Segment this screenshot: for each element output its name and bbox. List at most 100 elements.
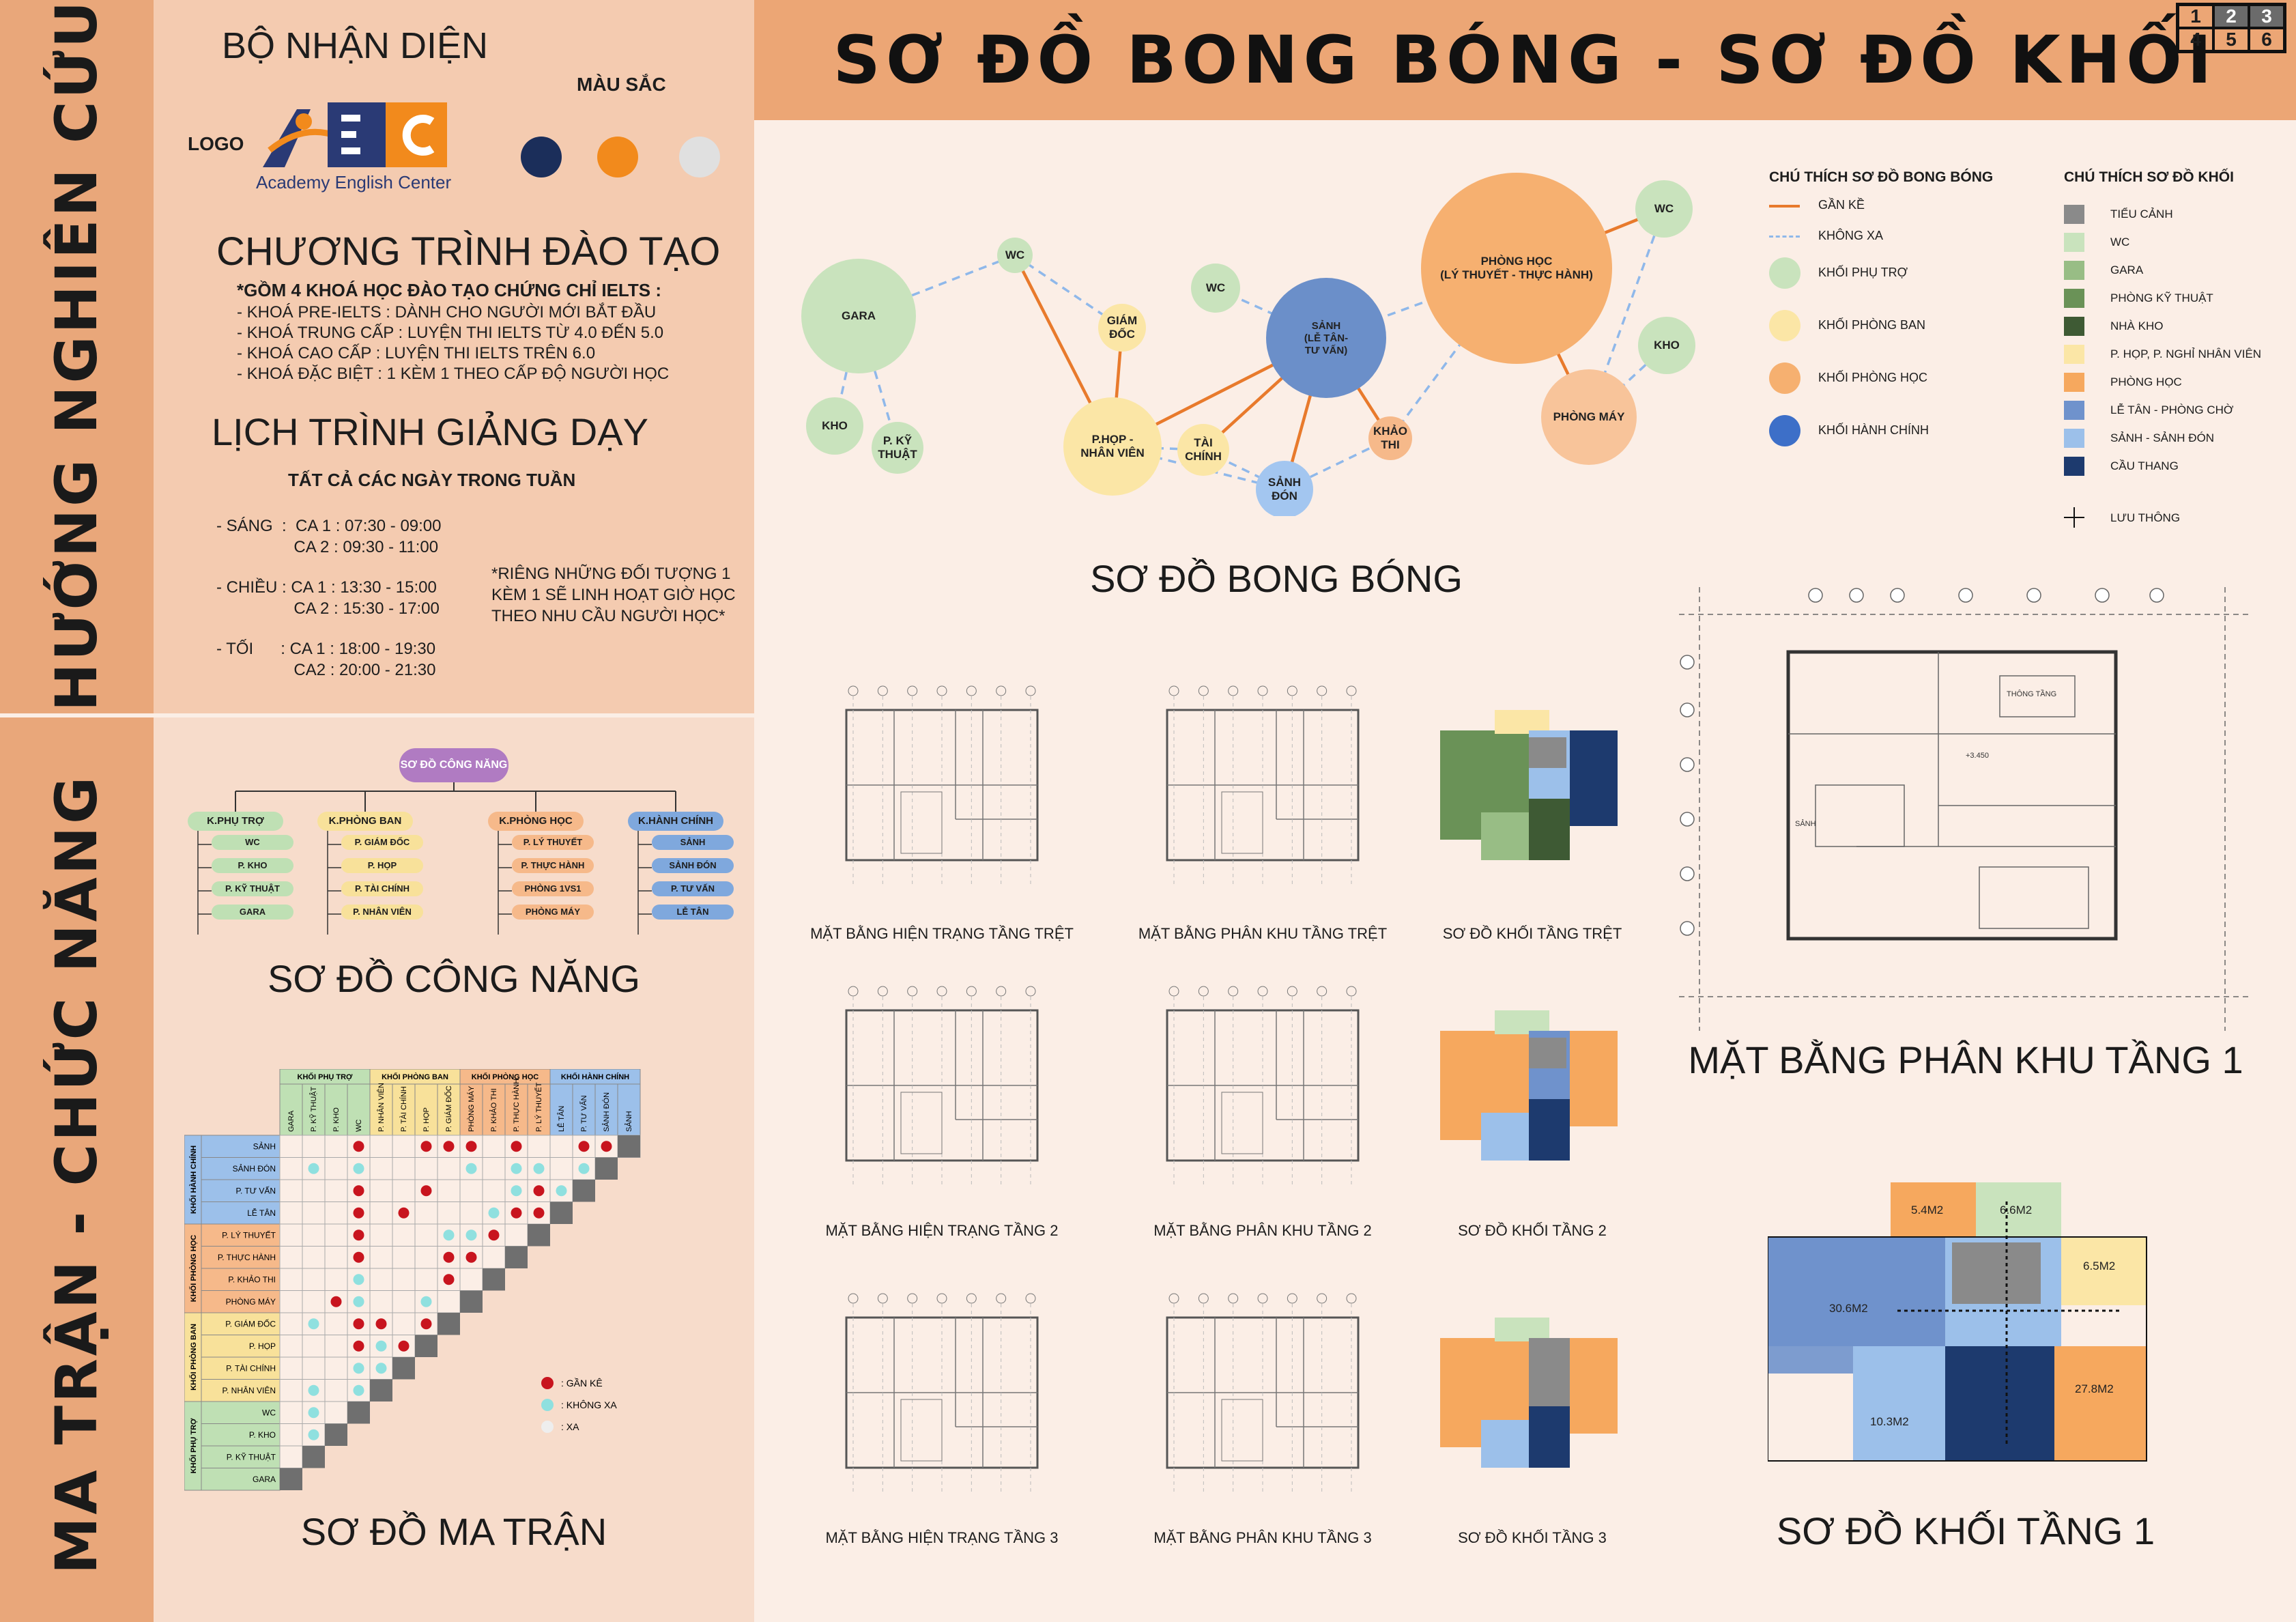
matrix-col-header [302,1083,326,1136]
matrix-mark-notfar [308,1163,319,1174]
function-item-node: P. LÝ THUYẾT [512,835,594,850]
matrix-mark-notfar [353,1363,364,1374]
area-a: 5.4M2 [1911,1204,1943,1216]
matrix-mark-near [330,1296,342,1307]
matrix-mark-near [353,1251,364,1263]
research-direction-label: HƯỚNG NGHIÊN CỨU [43,0,110,712]
matrix-row-header [201,1246,281,1269]
matrix-mark-near [533,1185,545,1197]
matrix-mark-near [353,1340,364,1352]
page-title: SƠ ĐỒ BONG BÓNG - SƠ ĐỒ KHỐI [833,22,2218,98]
bubble-legend-label: KHÔNG XA [1818,229,1884,242]
matrix-row-label: LỄ TÂN [247,1208,276,1218]
schedule-title: LỊCH TRÌNH GIẢNG DẠY [212,410,648,453]
matrix-cell [279,1135,303,1158]
function-item-node: P. TÀI CHÍNH [341,881,423,896]
matrix-mark-notfar [533,1163,545,1174]
matrix-cell [302,1135,326,1158]
function-item-node: LỄ TÂN [652,905,734,920]
matrix-cell [437,1157,461,1180]
area-b: 6.6M2 [2000,1204,2032,1216]
matrix-col-label: P. KHẢO THI [489,1088,498,1132]
matrix-diagonal-cell [415,1335,437,1357]
matrix-diagonal-cell [528,1224,550,1247]
program-item: - KHOÁ CAO CẤP : LUYỆN THI IELTS TRÊN 6.… [237,344,596,362]
matrix-mark-near [601,1141,612,1152]
matrix-cell [279,1356,303,1380]
legend-line-near [1769,205,1800,208]
function-root-node: SƠ ĐỒ CÔNG NĂNG [399,748,508,782]
matrix-cell [279,1201,303,1225]
bubble-node-label: PHÒNG HỌC [1481,255,1553,268]
legend-dot [1769,362,1800,394]
matrix-row-label: PHÒNG MÁY [226,1296,276,1307]
page-cell-1[interactable]: 1 [2178,5,2213,28]
matrix-mark-near [511,1141,522,1152]
matrix-cell [369,1268,393,1291]
program-item: - KHOÁ PRE-IELTS : DÀNH CHO NGƯỜI MỚI BẮ… [237,303,657,322]
matrix-diagonal-cell [347,1402,370,1424]
block-diagram-thumb [1440,710,1624,874]
schedule-subtitle: TẤT CẢ CÁC NGÀY TRONG TUẦN [288,470,576,490]
bubble-node-sanh [1266,278,1386,398]
matrix-mark-near [398,1207,410,1219]
bubble-node-label: WC [1206,281,1225,294]
matrix-mark-notfar [488,1207,500,1219]
matrix-cell [369,1201,393,1225]
block-legend-swatch [2064,345,2084,364]
matrix-row-header [201,1468,281,1491]
block-diagram-thumb [1440,1010,1624,1174]
bubble-node-wc1 [997,238,1033,273]
function-item-node: P. KỸ THUẬT [212,881,293,896]
matrix-cell [392,1290,416,1313]
bubble-node-label: NHÂN VIÊN [1080,446,1145,459]
area-e: 27.8M2 [2075,1382,2114,1395]
block-legend-label: PHÒNG HỌC [2110,375,2182,388]
floor1-note-a: SẢNH [1795,819,1816,828]
matrix-mark-notfar [578,1163,590,1174]
page-cell-2[interactable]: 2 [2213,5,2249,28]
matrix-row-group-label: KHỐI HÀNH CHÍNH [188,1146,198,1214]
page-cell-5[interactable]: 5 [2213,28,2249,51]
floor-plan-thumb [805,983,1078,1195]
matrix-cell [414,1268,438,1291]
block-legend-swatch [2064,289,2084,308]
matrix-mark-notfar [353,1384,364,1396]
matrix-mark-near [353,1185,364,1197]
matrix-cell [549,1135,573,1158]
bubble-node-label: KHO [822,419,848,432]
matrix-row-header [201,1335,281,1358]
matrix-legend-mark [541,1399,554,1411]
matrix-cell [369,1223,393,1247]
matrix-cell [459,1201,483,1225]
page-cell-3[interactable]: 3 [2249,5,2284,28]
matrix-cell [302,1290,326,1313]
flow-label: LƯU THÔNG [2110,511,2181,524]
page-cell-4[interactable]: 4 [2178,28,2213,51]
schedule-note: *RIÊNG NHỮNG ĐỐI TƯỢNG 1 KÈM 1 SẼ LINH H… [491,565,736,625]
floor-plan-thumb [1126,983,1399,1195]
matrix-cell [279,1179,303,1202]
matrix-row-group [184,1312,202,1402]
bubble-node-wc3 [1635,180,1693,238]
page-cell-6[interactable]: 6 [2249,28,2284,51]
block-legend-swatch [2064,205,2084,224]
area-d: 30.6M2 [1829,1302,1868,1315]
matrix-cell [279,1445,303,1468]
matrix-col-header [482,1083,506,1136]
bubble-node-kho2 [1638,317,1695,374]
matrix-cell [369,1179,393,1202]
function-item-node: P. KHO [212,858,293,873]
function-item-node: SẢNH ĐÓN [652,858,734,873]
bubble-node-label: (LỄ TÂN- [1304,332,1348,344]
matrix-diagonal-cell [325,1423,347,1446]
block-legend-label: PHÒNG KỸ THUẬT [2110,291,2213,304]
aec-logo: Academy English Center [256,96,451,198]
plan-caption: MẶT BẰNG PHÂN KHU TẦNG 2 [1153,1222,1372,1239]
schedule-afternoon: - CHIỀU : CA 1 : 13:30 - 15:00 CA 2 : 15… [216,578,440,618]
bubble-node-wc2 [1191,264,1240,313]
matrix-legend-label: : KHÔNG XA [561,1399,617,1410]
function-item-node: P. HỌP [341,858,423,873]
matrix-col-group-label: KHỐI HÀNH CHÍNH [561,1072,629,1081]
